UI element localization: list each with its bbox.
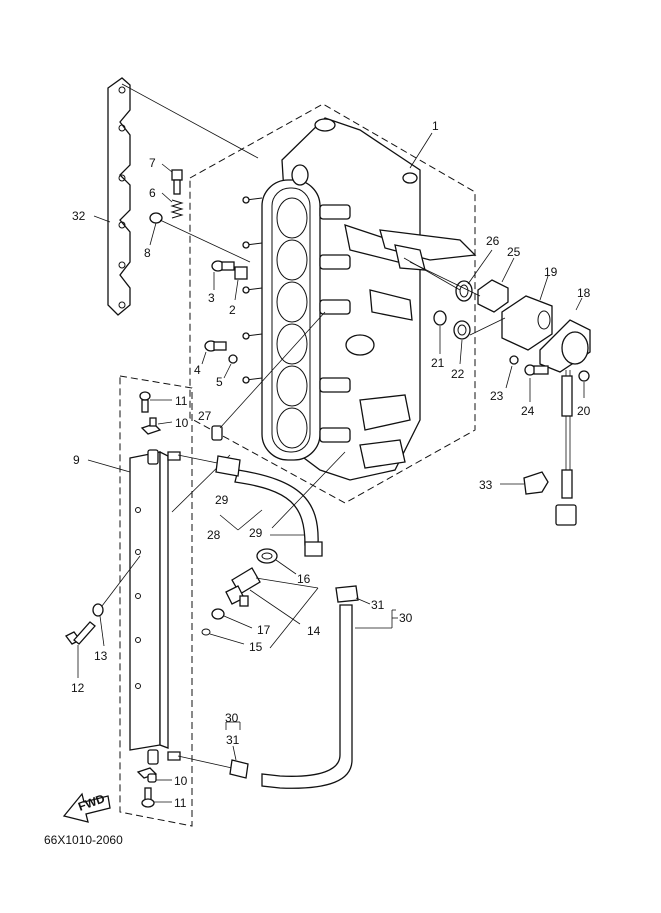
callout-29-upper: 29 [215,493,229,507]
valve-14 [225,567,319,625]
callout-2: 2 [229,303,236,317]
callout-22: 22 [451,367,465,381]
callout-14: 14 [307,624,321,638]
bolt-24 [524,364,549,402]
spring-6 [161,192,184,219]
callout-1: 1 [432,119,439,133]
callout-4: 4 [194,363,201,377]
washer-5 [223,354,238,379]
clip-10-bottom [136,767,172,783]
callout-23: 23 [490,389,504,403]
callout-28: 28 [207,528,221,542]
callout-10-bottom: 10 [174,774,188,788]
collar-16 [256,548,297,575]
callout-30-right: 30 [399,611,413,625]
bolt-4 [201,340,227,365]
callout-3: 3 [208,291,215,305]
callout-9: 9 [73,453,80,467]
cooling-rail-9 [87,449,233,769]
callout-27: 27 [198,409,212,423]
callout-20: 20 [577,404,591,418]
callout-labels: 1 2 3 4 5 6 7 8 9 10 10 11 11 12 13 14 1… [71,119,591,810]
plug-21 [433,310,447,354]
callout-31-bottom: 31 [226,733,240,747]
callout-33: 33 [479,478,493,492]
washer-17 [211,608,253,629]
callout-19: 19 [544,265,558,279]
callout-10-top: 10 [175,416,189,430]
bolt-7 [161,163,183,195]
fwd-arrow-icon: FWD [62,791,111,823]
cover-19 [501,275,553,351]
callout-29-lower: 29 [249,526,263,540]
screw-11-top [139,391,172,413]
block-25 [477,257,515,313]
callout-17: 17 [257,623,271,637]
callout-16: 16 [297,572,311,586]
callout-13: 13 [94,649,108,663]
callout-12: 12 [71,681,85,695]
plate-2 [234,266,248,301]
callout-11-bottom: 11 [174,796,187,810]
cylinder-bores [276,197,308,449]
callout-21: 21 [431,356,445,370]
callout-5: 5 [216,375,223,389]
callout-30-bottom: 30 [225,711,239,725]
callout-7: 7 [149,156,156,170]
callout-8: 8 [144,246,151,260]
callout-31-right: 31 [371,598,385,612]
clamp-33 [500,471,549,495]
crankcase-bosses [291,118,418,469]
bracket-plate-32 [107,77,259,316]
hose-30 [225,585,398,789]
bolt-20 [578,370,590,398]
seal-22 [453,320,471,365]
screw-11-bottom [141,787,172,808]
callout-15: 15 [249,640,263,654]
hose-28 [215,451,346,557]
cylinder-face [261,179,321,461]
callout-26: 26 [486,234,500,248]
callout-32: 32 [72,209,86,223]
diagram-code: 66X1010-2060 [44,833,123,847]
clip-10-top [140,417,173,435]
bolt-3 [211,260,235,290]
washer-13 [92,555,141,647]
pin-8 [149,212,251,263]
cylinder-block [189,103,477,504]
callout-11-top: 11 [175,394,188,408]
plug-27 [211,311,326,441]
block-studs [242,196,263,384]
oring-15 [201,587,319,649]
bolt-12 [65,621,96,678]
callout-25: 25 [507,245,521,259]
sender-18 [539,297,591,526]
callout-24: 24 [521,404,535,418]
callout-6: 6 [149,186,156,200]
rail-group-outline [119,375,193,827]
callout-18: 18 [577,286,591,300]
washer-23 [505,355,519,389]
